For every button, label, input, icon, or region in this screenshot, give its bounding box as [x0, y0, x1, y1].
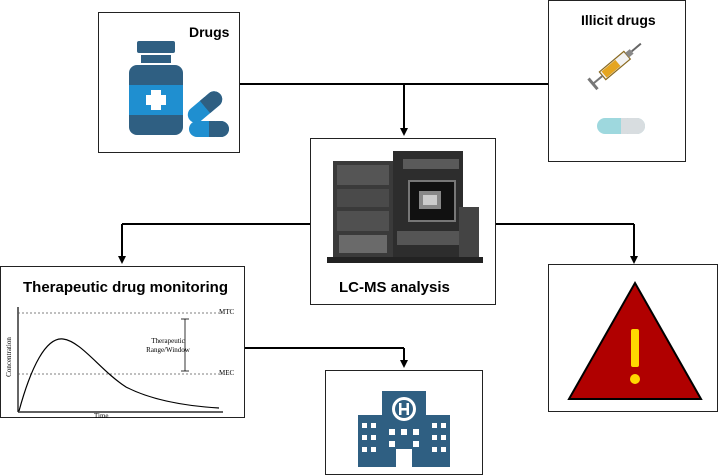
lcms-box: LC-MS analysis: [310, 138, 496, 305]
mec-label: MEC: [219, 369, 235, 377]
warning-triangle-icon: [567, 280, 703, 400]
drugs-title: Drugs: [189, 24, 230, 40]
graph-y-label: Concentration: [5, 337, 13, 377]
warning-box: [548, 264, 718, 412]
medicine-bottle-and-capsules-icon: [129, 41, 229, 137]
drugs-box: Drugs: [98, 12, 240, 153]
therapeutic-window-label-1: Therapeutic: [151, 337, 185, 345]
mtc-label: MTC: [219, 308, 235, 316]
concentration-curve: [18, 338, 220, 412]
lc-ms-instrument-image: [327, 151, 483, 263]
illicit-drugs-box: Illicit drugs: [548, 0, 686, 162]
syringe-icon: [587, 42, 642, 91]
graph-x-label: Time: [94, 412, 109, 420]
tdm-title: Therapeutic drug monitoring: [23, 279, 228, 296]
illicit-drugs-title: Illicit drugs: [581, 12, 656, 28]
hospital-building-icon: [358, 391, 450, 467]
concentration-time-graph: [17, 307, 223, 413]
hospital-box: [325, 370, 483, 475]
tdm-box: Therapeutic drug monitoring MTC MEC Ther…: [0, 266, 245, 420]
therapeutic-window-label-2: Range/Window: [146, 346, 190, 354]
lcms-title: LC-MS analysis: [339, 279, 450, 296]
pill-capsule-icon: [597, 118, 645, 134]
